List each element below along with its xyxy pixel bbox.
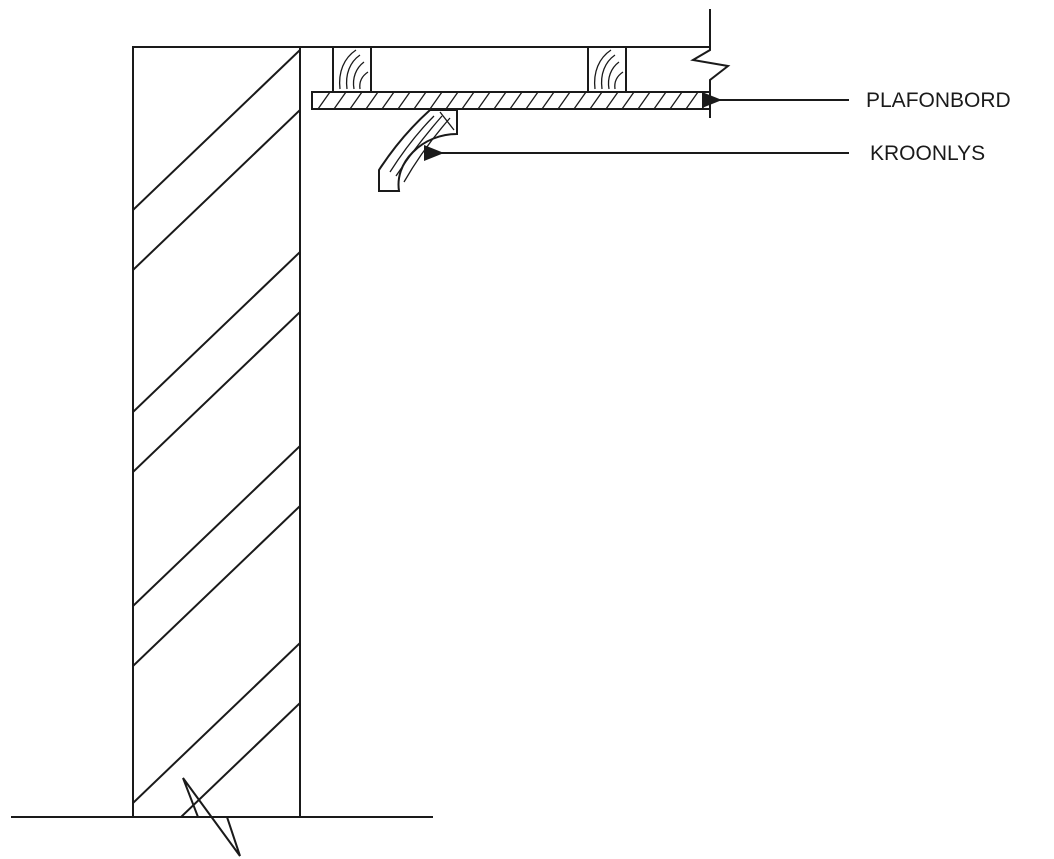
- callout-ceiling-board: PLAFONBORD: [702, 89, 1011, 112]
- ceiling-board-label: PLAFONBORD: [866, 89, 1011, 112]
- cornice-moulding: [378, 109, 458, 192]
- joist-right: [587, 46, 627, 93]
- floor-line: [11, 777, 433, 857]
- joist-left: [332, 46, 372, 93]
- ceiling-top-line: [299, 9, 731, 118]
- ceiling-board: [311, 91, 711, 110]
- wall-hatching: [133, 48, 300, 817]
- break-symbol: [690, 9, 731, 118]
- wall-outline: [132, 46, 301, 818]
- cornice-label: KROONLYS: [870, 142, 985, 165]
- callout-cornice: KROONLYS: [424, 142, 985, 165]
- wall-section: [132, 46, 301, 818]
- ceiling-board-hatching: [317, 92, 710, 109]
